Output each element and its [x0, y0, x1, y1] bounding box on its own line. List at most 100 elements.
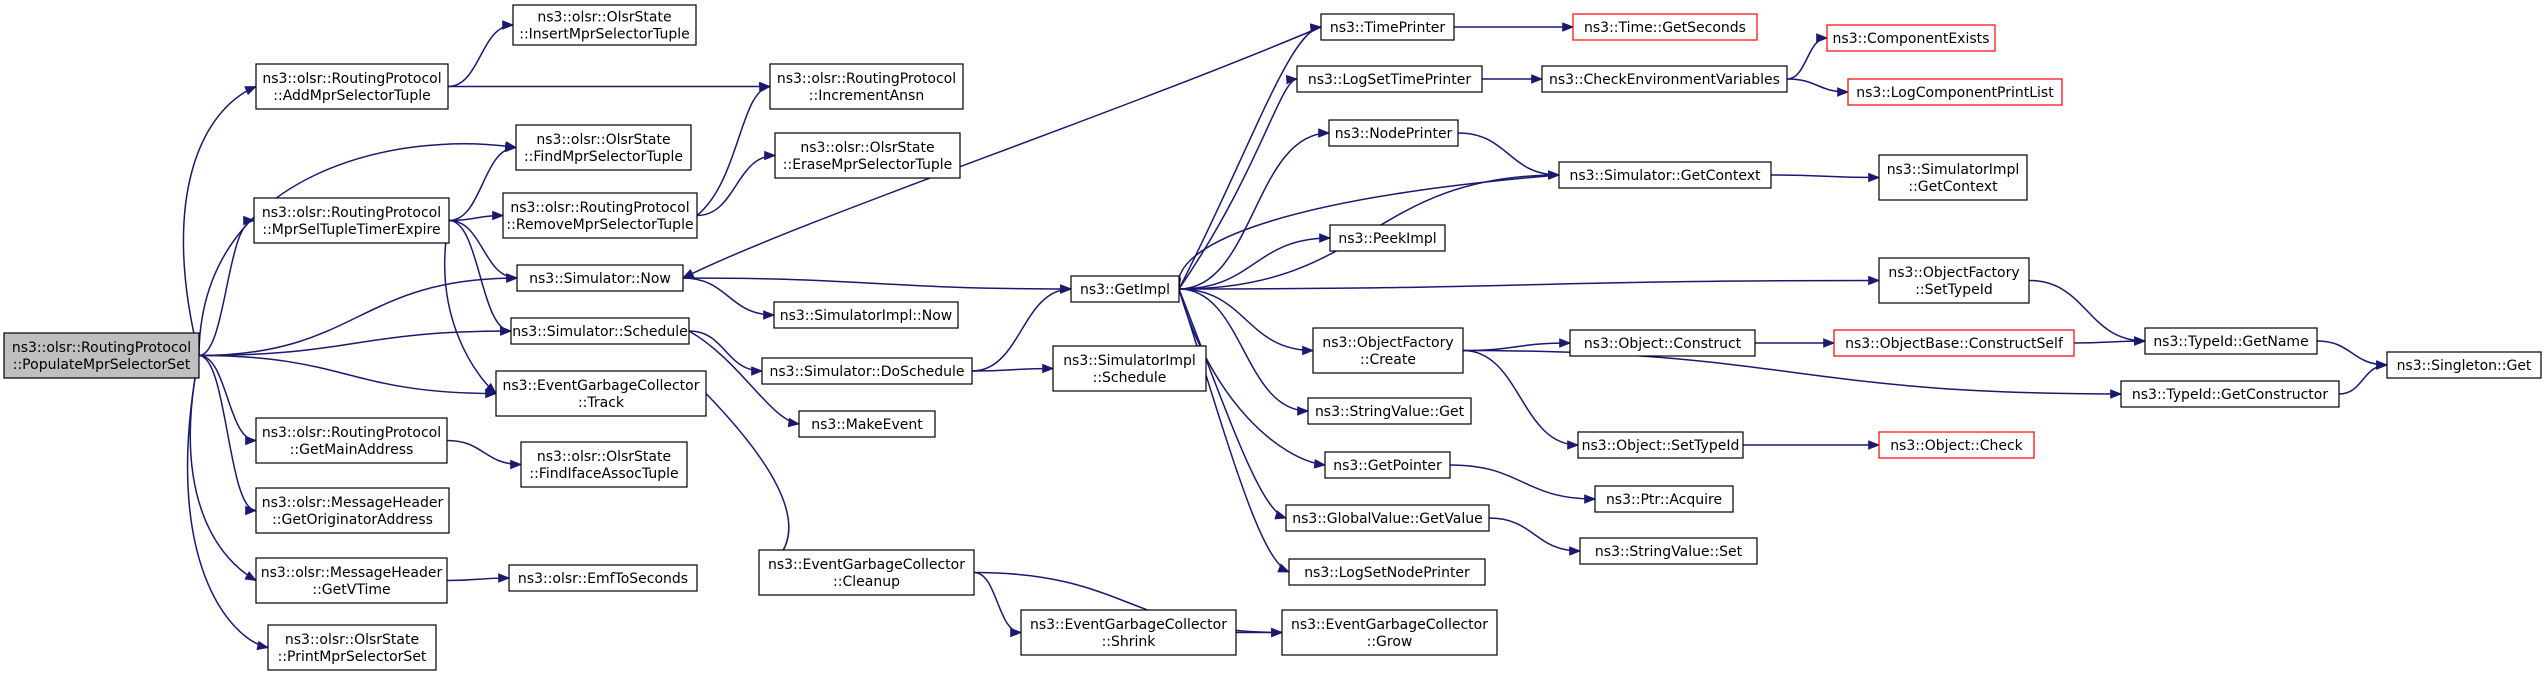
- graph-node[interactable]: ns3::EventGarbageCollector::Grow: [1281, 609, 1498, 656]
- node-label: ns3::olsr::OlsrState: [800, 140, 934, 156]
- graph-node[interactable]: ns3::TimePrinter: [1320, 13, 1455, 41]
- graph-node[interactable]: ns3::Simulator::GetContext: [1558, 161, 1772, 189]
- graph-node[interactable]: ns3::NodePrinter: [1328, 119, 1459, 147]
- edge-n6-to-n7: [448, 210, 505, 222]
- graph-node[interactable]: ns3::olsr::RoutingProtocol::MprSelTupleT…: [253, 197, 450, 244]
- graph-node[interactable]: ns3::EventGarbageCollector::Shrink: [1020, 609, 1237, 656]
- graph-node[interactable]: ns3::olsr::OlsrState::EraseMprSelectorTu…: [774, 132, 961, 179]
- graph-node[interactable]: ns3::olsr::RoutingProtocol::RemoveMprSel…: [502, 192, 698, 239]
- node-label: ::FindMprSelectorTuple: [524, 149, 683, 165]
- graph-node[interactable]: ns3::olsr::OlsrState::FindIfaceAssocTupl…: [520, 441, 688, 488]
- graph-node[interactable]: ns3::olsr::MessageHeader::GetOriginatorA…: [255, 487, 450, 534]
- node-label: ns3::TypeId::GetName: [2153, 334, 2308, 350]
- graph-node[interactable]: ns3::olsr::OlsrState::PrintMprSelectorSe…: [267, 624, 437, 671]
- node-box: [2144, 327, 2318, 355]
- node-label: ns3::Singleton::Get: [2397, 358, 2532, 374]
- node-label: ns3::Simulator::Schedule: [512, 324, 688, 340]
- graph-node[interactable]: ns3::PeekImpl: [1329, 224, 1446, 252]
- graph-node[interactable]: ns3::olsr::RoutingProtocol::GetMainAddre…: [255, 417, 448, 464]
- graph-node[interactable]: ns3::EventGarbageCollector::Cleanup: [758, 549, 975, 596]
- graph-node[interactable]: ns3::CheckEnvironmentVariables: [1541, 65, 1788, 93]
- graph-node[interactable]: ns3::LogComponentPrintList: [1847, 78, 2063, 106]
- graph-node[interactable]: ns3::ObjectFactory::SetTypeId: [1878, 257, 2030, 304]
- graph-node[interactable]: ns3::TypeId::GetName: [2144, 327, 2318, 355]
- node-label: ns3::SimulatorImpl: [1887, 162, 2020, 178]
- edge-n0-to-n17: [198, 354, 258, 516]
- node-box: [774, 132, 961, 179]
- graph-node[interactable]: ns3::ObjectFactory::Create: [1312, 327, 1464, 374]
- node-label: ns3::olsr::OlsrState: [285, 632, 419, 648]
- node-label: ns3::EventGarbageCollector: [1291, 617, 1488, 633]
- graph-node[interactable]: ns3::GetImpl: [1070, 275, 1180, 303]
- graph-node[interactable]: ns3::LogSetNodePrinter: [1288, 558, 1486, 586]
- node-label: ns3::StringValue::Set: [1595, 544, 1743, 560]
- graph-node[interactable]: ns3::Simulator::DoSchedule: [761, 357, 973, 385]
- graph-node[interactable]: ns3::LogSetTimePrinter: [1296, 65, 1483, 93]
- node-box: [773, 301, 959, 329]
- graph-node[interactable]: ns3::GetPointer: [1324, 451, 1451, 479]
- node-box: [1296, 65, 1483, 93]
- graph-node[interactable]: ns3::olsr::MessageHeader::GetVTime: [255, 557, 448, 604]
- node-label: ns3::Object::SetTypeId: [1582, 438, 1740, 454]
- graph-node[interactable]: ns3::olsr::RoutingProtocol::IncrementAns…: [769, 63, 964, 110]
- node-label: ns3::olsr::RoutingProtocol: [12, 340, 191, 356]
- node-label: ::MprSelTupleTimerExpire: [262, 222, 440, 238]
- node-label: ::Schedule: [1093, 370, 1167, 386]
- node-box: [516, 264, 684, 292]
- node-box: [761, 357, 973, 385]
- node-box: [1569, 329, 1756, 357]
- graph-node[interactable]: ns3::EventGarbageCollector::Track: [495, 370, 707, 417]
- node-label: ns3::ObjectBase::ConstructSelf: [1845, 336, 2064, 352]
- graph-node[interactable]: ns3::olsr::OlsrState::FindMprSelectorTup…: [515, 124, 692, 171]
- graph-node[interactable]: ns3::GlobalValue::GetValue: [1285, 504, 1490, 532]
- graph-node[interactable]: ns3::ObjectBase::ConstructSelf: [1833, 329, 2075, 357]
- node-label: ns3::LogComponentPrintList: [1856, 85, 2054, 101]
- edge-n24-to-n31: [1178, 128, 1331, 290]
- node-box: [267, 624, 437, 671]
- graph-node[interactable]: ns3::olsr::EmfToSeconds: [508, 564, 698, 592]
- edge-n24-to-n47: [1178, 288, 1288, 520]
- edge-n24-to-n42: [1178, 288, 1310, 416]
- node-label: ns3::LogSetTimePrinter: [1308, 72, 1472, 88]
- graph-node[interactable]: ns3::olsr::OlsrState::InsertMprSelectorT…: [512, 4, 697, 46]
- edge-n24-to-n34: [1178, 233, 1332, 290]
- node-label: ns3::olsr::MessageHeader: [262, 495, 444, 511]
- node-box: [769, 63, 964, 110]
- graph-node[interactable]: ns3::StringValue::Set: [1579, 537, 1758, 565]
- edge-n1-to-n2: [447, 20, 515, 88]
- edge-n11-to-n24: [971, 284, 1073, 372]
- edge-n10-to-n14: [688, 330, 801, 428]
- graph-node[interactable]: ns3::SimulatorImpl::Schedule: [1052, 345, 1207, 392]
- graph-node[interactable]: ns3::MakeEvent: [798, 410, 936, 438]
- node-box: [1020, 609, 1237, 656]
- node-box: [1878, 431, 2035, 459]
- edge-n6-to-n8: [448, 219, 519, 283]
- graph-node[interactable]: ns3::ComponentExists: [1826, 24, 1996, 52]
- node-label: ::GetMainAddress: [290, 442, 414, 458]
- graph-node[interactable]: ns3::SimulatorImpl::GetContext: [1878, 154, 2028, 201]
- node-label: ns3::LogSetNodePrinter: [1304, 565, 1470, 581]
- graph-node[interactable]: ns3::Singleton::Get: [2386, 351, 2542, 379]
- node-label: ns3::ComponentExists: [1833, 31, 1990, 47]
- graph-node[interactable]: ns3::Ptr::Acquire: [1594, 485, 1734, 513]
- graph-node[interactable]: ns3::olsr::RoutingProtocol::AddMprSelect…: [255, 63, 449, 110]
- graph-node[interactable]: ns3::Object::SetTypeId: [1577, 431, 1744, 459]
- edge-n25-to-n8: [681, 26, 1322, 279]
- graph-node[interactable]: ns3::Object::Construct: [1569, 329, 1756, 357]
- graph-node[interactable]: ns3::SimulatorImpl::Now: [773, 301, 959, 329]
- node-label: ::RemoveMprSelectorTuple: [506, 217, 693, 233]
- graph-node[interactable]: ns3::Object::Check: [1878, 431, 2035, 459]
- graph-node[interactable]: ns3::Simulator::Schedule: [510, 317, 690, 345]
- graph-node[interactable]: ns3::TypeId::GetConstructor: [2120, 380, 2340, 408]
- node-label: ns3::olsr::RoutingProtocol: [262, 205, 441, 221]
- graph-node[interactable]: ns3::Time::GetSeconds: [1572, 13, 1758, 41]
- edge-n11-to-n12: [971, 363, 1055, 374]
- node-box: [1878, 257, 2030, 304]
- node-box: [1312, 327, 1464, 374]
- graph-node[interactable]: ns3::StringValue::Get: [1307, 397, 1472, 425]
- graph-node[interactable]: ns3::Simulator::Now: [516, 264, 684, 292]
- node-label: ns3::olsr::RoutingProtocol: [510, 200, 689, 216]
- node-label: ::FindIfaceAssocTuple: [529, 466, 678, 482]
- node-label: ns3::GlobalValue::GetValue: [1292, 511, 1482, 527]
- node-label: ns3::olsr::RoutingProtocol: [262, 425, 441, 441]
